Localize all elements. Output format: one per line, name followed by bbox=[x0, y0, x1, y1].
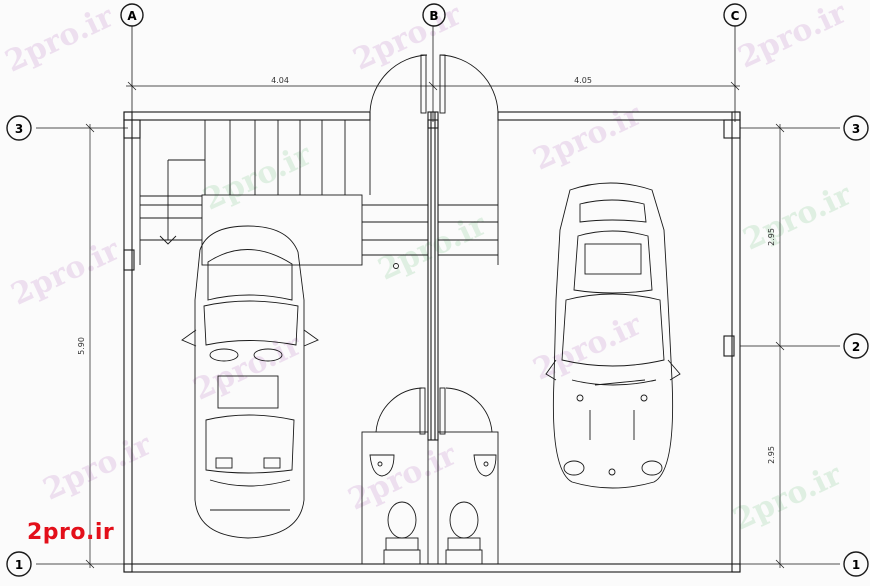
dimension-label: 2.95 bbox=[767, 228, 776, 246]
grid-bubble-3-left: 3 bbox=[6, 115, 32, 141]
sedan-car bbox=[181, 225, 319, 539]
wc-left bbox=[361, 387, 429, 565]
brand-logo: 2pro.ir bbox=[27, 520, 115, 545]
dimension-lines bbox=[85, 81, 785, 569]
grid-label: 3 bbox=[852, 122, 860, 136]
walls bbox=[123, 111, 741, 573]
grid-label: 1 bbox=[852, 558, 860, 572]
grid-label: 2 bbox=[852, 340, 860, 354]
grid-bubble-B: B bbox=[422, 3, 446, 27]
grid-bubble-2-right: 2 bbox=[843, 333, 869, 359]
grid-bubble-1-left: 1 bbox=[6, 551, 32, 577]
dimension-label: 4.04 bbox=[271, 76, 289, 85]
entrance-door bbox=[369, 54, 499, 114]
grid-bubble-1-right: 1 bbox=[843, 551, 869, 577]
dimension-label: 2.95 bbox=[767, 446, 776, 464]
dimension-label: 4.05 bbox=[574, 76, 592, 85]
grid-label: A bbox=[127, 9, 137, 23]
grid-label: C bbox=[731, 9, 740, 23]
grid-label: 1 bbox=[15, 558, 23, 572]
grid-bubble-3-right: 3 bbox=[843, 115, 869, 141]
dimension-label: 5.90 bbox=[77, 337, 86, 355]
staircase bbox=[139, 120, 499, 269]
grid-axes bbox=[36, 26, 840, 565]
grid-label: B bbox=[429, 9, 438, 23]
sports-car bbox=[545, 182, 681, 489]
grid-bubble-C: C bbox=[723, 3, 747, 27]
wc-right bbox=[437, 387, 499, 565]
grid-label: 3 bbox=[15, 122, 23, 136]
grid-bubble-A: A bbox=[120, 3, 144, 27]
